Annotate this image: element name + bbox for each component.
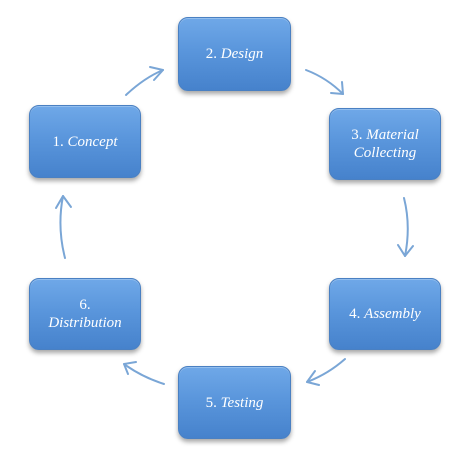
step-number: 5. (205, 394, 217, 411)
step-concept-box: 1. Concept (29, 105, 141, 178)
step-label-line2: Collecting (353, 145, 417, 161)
arrow-concept-to-design (125, 69, 164, 96)
arrow-design-to-material (305, 69, 344, 95)
step-number: 2. (205, 46, 217, 62)
step-testing-box: 5. Testing (178, 366, 291, 439)
arrow-concept-to-design-head (149, 66, 164, 81)
arrow-design-to-material-head (330, 81, 344, 95)
arrow-material-to-assembly-head (397, 244, 414, 257)
step-number: 3. (351, 127, 363, 143)
step-number: 4. (349, 306, 361, 322)
step-design-box: 2. Design (178, 17, 291, 91)
step-label: Assembly (364, 306, 421, 322)
step-label: Concept (67, 133, 118, 150)
step-number: 6. (79, 297, 91, 313)
step-label: Distribution (48, 315, 122, 331)
arrow-distribution-to-concept (59, 195, 66, 259)
step-material-collecting-box: 3. Material Collecting (329, 108, 441, 180)
step-label: Design (220, 46, 264, 62)
arrow-assembly-to-testing-head (306, 370, 320, 386)
arrow-material-to-assembly (403, 197, 409, 257)
arrow-assembly-to-testing (306, 358, 346, 383)
arrow-distribution-to-concept-head (55, 195, 72, 209)
step-number: 1. (52, 133, 64, 150)
step-distribution-box: 6. Distribution (29, 278, 141, 350)
step-label: Testing (220, 394, 264, 411)
arrow-testing-to-distribution (123, 363, 165, 385)
arrow-testing-to-distribution-head (123, 361, 137, 375)
step-assembly-box: 4. Assembly (329, 278, 441, 350)
step-label: Material (366, 127, 419, 143)
